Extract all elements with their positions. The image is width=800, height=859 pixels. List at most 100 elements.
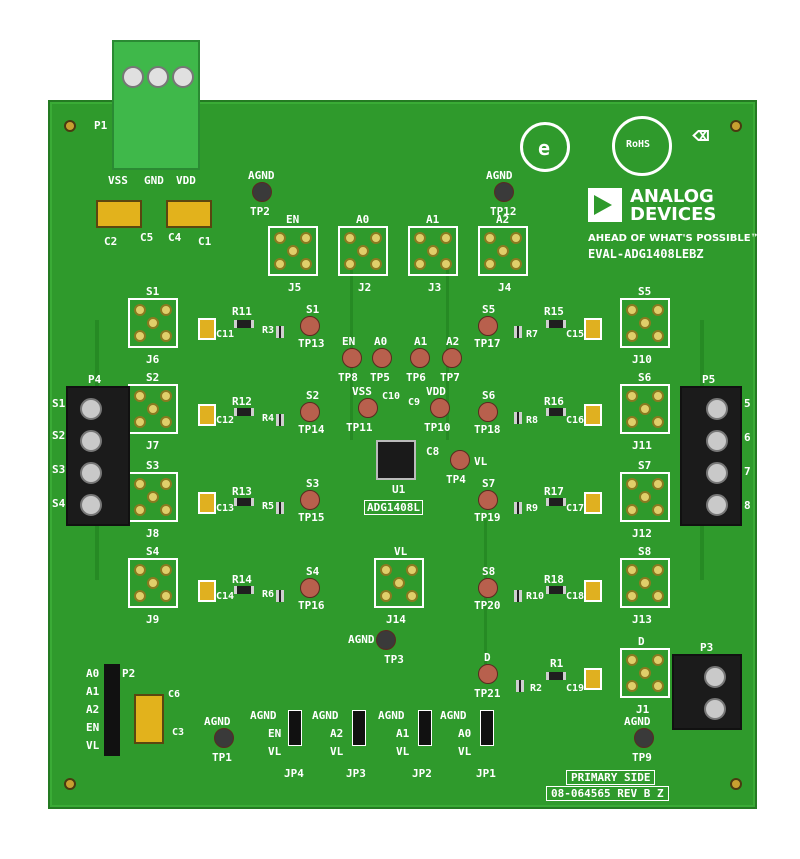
capacitor-c14 [198, 580, 216, 602]
label-r13: R13 [232, 485, 252, 498]
header-j13[interactable] [620, 558, 670, 608]
label-tp11: TP11 [346, 421, 373, 434]
label-agnd: AGND [624, 715, 651, 728]
label-c11: C11 [216, 329, 235, 340]
label-p2-vl: VL [86, 739, 100, 752]
testpoint-tp10[interactable] [430, 398, 450, 418]
header-j8[interactable] [128, 472, 178, 522]
testpoint-tp14[interactable] [300, 402, 320, 422]
label-j1: J1 [636, 703, 650, 716]
label-s2: S2 [146, 371, 160, 384]
header-j4[interactable] [478, 226, 528, 276]
header-j11[interactable] [620, 384, 670, 434]
resistor-r4 [276, 414, 284, 426]
label-j4: J4 [498, 281, 512, 294]
label-j2: J2 [358, 281, 372, 294]
label-vss: VSS [352, 385, 372, 398]
label-jp3-vl: VL [330, 745, 344, 758]
label-p1: P1 [94, 119, 108, 132]
testpoint-tp17[interactable] [478, 316, 498, 336]
testpoint-tp1[interactable] [214, 728, 234, 748]
label-jp2-a1: A1 [396, 727, 410, 740]
terminal-block-p3[interactable] [672, 654, 742, 730]
capacitor-c19 [584, 668, 602, 690]
capacitor-c17 [584, 492, 602, 514]
testpoint-tp11[interactable] [358, 398, 378, 418]
label-tp12: TP12 [490, 205, 517, 218]
power-terminal-block[interactable] [112, 40, 200, 170]
label-tp20: TP20 [474, 599, 501, 612]
screw-icon [706, 462, 728, 484]
label-r3: R3 [262, 325, 275, 336]
label-s3: S3 [146, 459, 160, 472]
header-j6[interactable] [128, 298, 178, 348]
label-c15: C15 [566, 329, 585, 340]
primary-side-label: PRIMARY SIDE [566, 770, 656, 785]
testpoint-tp18[interactable] [478, 402, 498, 422]
header-j5[interactable] [268, 226, 318, 276]
testpoint-tp9[interactable] [634, 728, 654, 748]
testpoint-tp4[interactable] [450, 450, 470, 470]
header-p2[interactable] [104, 664, 120, 756]
testpoint-tp3[interactable] [376, 630, 396, 650]
label-c14: C14 [216, 591, 235, 602]
header-j12[interactable] [620, 472, 670, 522]
jumper-jp2[interactable] [418, 710, 432, 746]
testpoint-tp12[interactable] [494, 182, 514, 202]
header-j10[interactable] [620, 298, 670, 348]
testpoint-tp20[interactable] [478, 578, 498, 598]
testpoint-tp5[interactable] [372, 348, 392, 368]
tagline: AHEAD OF WHAT'S POSSIBLE™ [588, 233, 761, 244]
label-p5: P5 [702, 373, 716, 386]
header-j9[interactable] [128, 558, 178, 608]
label-c19: C19 [566, 683, 585, 694]
label-p2: P2 [122, 667, 136, 680]
label-j8: J8 [146, 527, 160, 540]
testpoint-tp2[interactable] [252, 182, 272, 202]
label-r6: R6 [262, 589, 275, 600]
header-j3[interactable] [408, 226, 458, 276]
testpoint-tp21[interactable] [478, 664, 498, 684]
label-c10: C10 [382, 391, 401, 402]
label-jp2-agnd: AGND [378, 709, 405, 722]
jumper-jp3[interactable] [352, 710, 366, 746]
capacitor-c4 [166, 200, 212, 228]
testpoint-tp7[interactable] [442, 348, 462, 368]
terminal-block-p4[interactable] [66, 386, 130, 526]
header-j14[interactable] [374, 558, 424, 608]
jumper-jp4[interactable] [288, 710, 302, 746]
label-a0: A0 [356, 213, 370, 226]
label-jp4-agnd: AGND [250, 709, 277, 722]
label-vdd: VDD [176, 174, 196, 187]
label-s8: S8 [638, 545, 652, 558]
header-j2[interactable] [338, 226, 388, 276]
testpoint-tp19[interactable] [478, 490, 498, 510]
screw-icon [706, 494, 728, 516]
label-a2: A2 [446, 335, 460, 348]
label-jp1: JP1 [476, 767, 496, 780]
capacitor-c16 [584, 404, 602, 426]
label-r8: R8 [526, 415, 539, 426]
label-c16: C16 [566, 415, 585, 426]
label-tp-s4: S4 [306, 565, 320, 578]
label-p3: P3 [700, 641, 714, 654]
terminal-block-p5[interactable] [680, 386, 742, 526]
testpoint-tp8[interactable] [342, 348, 362, 368]
testpoint-tp16[interactable] [300, 578, 320, 598]
testpoint-tp6[interactable] [410, 348, 430, 368]
capacitor-c13 [198, 492, 216, 514]
label-en: EN [342, 335, 356, 348]
label-j13: J13 [632, 613, 652, 626]
label-jp3: JP3 [346, 767, 366, 780]
screw-icon [80, 430, 102, 452]
testpoint-tp13[interactable] [300, 316, 320, 336]
capacitor-c18 [584, 580, 602, 602]
header-j7[interactable] [128, 384, 178, 434]
header-j1[interactable] [620, 648, 670, 698]
jumper-jp1[interactable] [480, 710, 494, 746]
testpoint-tp15[interactable] [300, 490, 320, 510]
label-p2-en: EN [86, 721, 100, 734]
label-jp1-vl: VL [458, 745, 472, 758]
screw-icon [80, 462, 102, 484]
weee-bin-icon: ⌫ [692, 119, 709, 152]
